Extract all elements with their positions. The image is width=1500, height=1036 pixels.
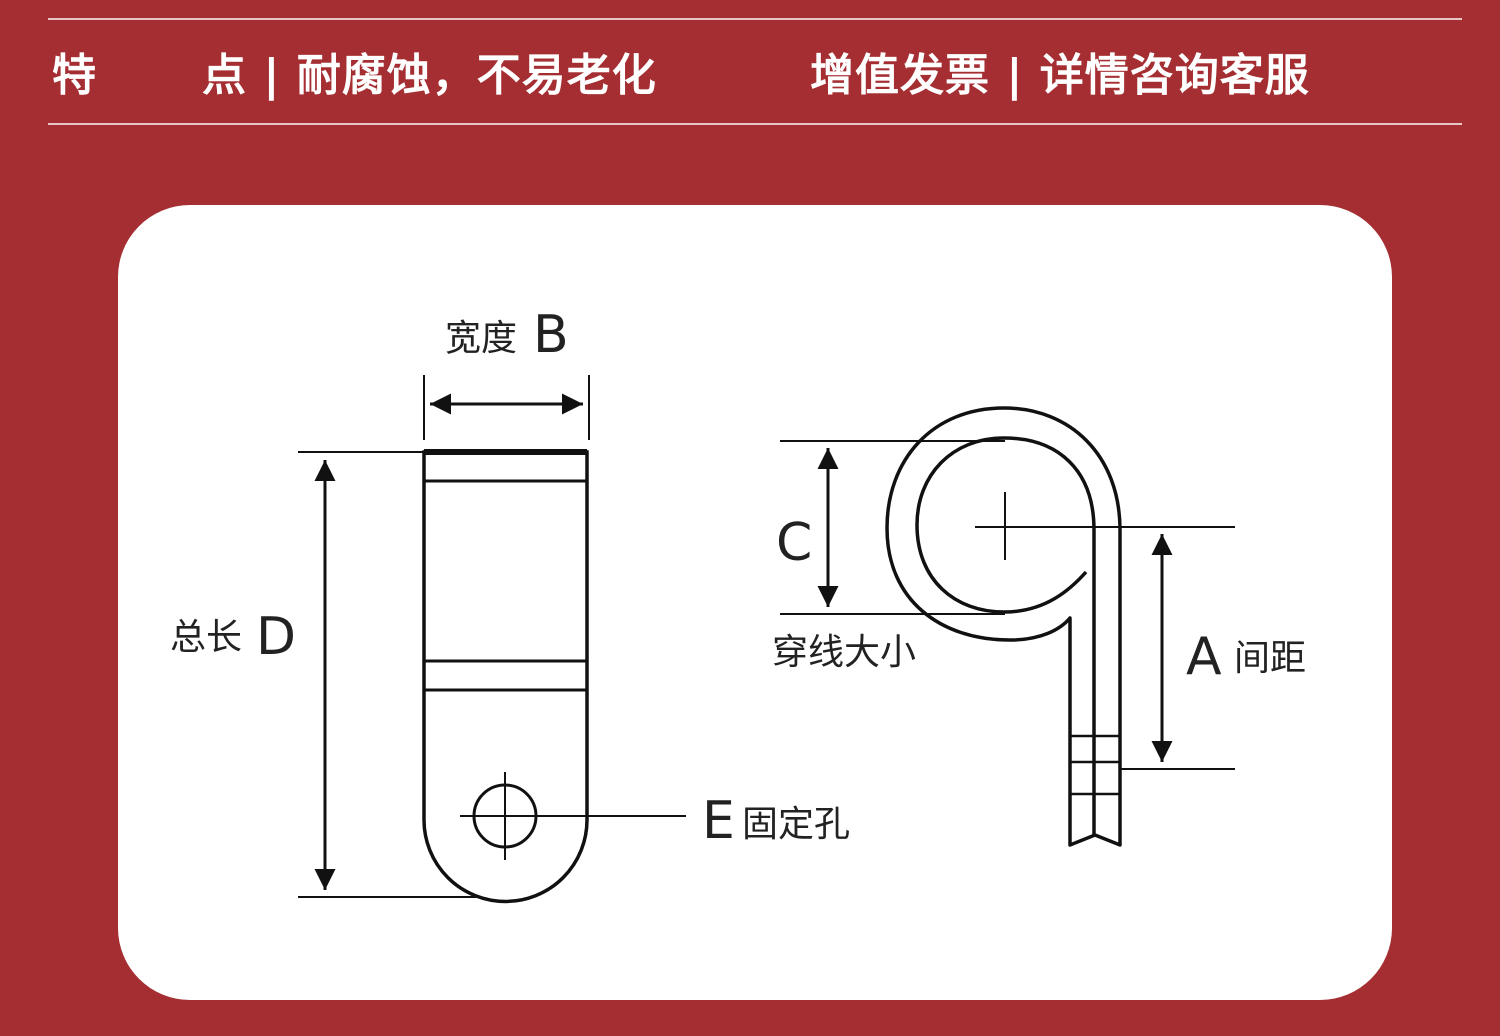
hole-cn-label: 固定孔 <box>742 804 850 845</box>
gauge-letter-label: C <box>776 513 812 573</box>
length-dimension <box>298 451 480 898</box>
clip-front-view <box>422 450 589 904</box>
hole-letter-label: E <box>702 791 735 851</box>
invoice-text: 增值发票 | 详情咨询客服 <box>810 50 1310 101</box>
spacing-cn-label: 间距 <box>1234 638 1306 679</box>
spacing-letter-label: A <box>1186 627 1222 687</box>
width-dimension <box>423 375 590 440</box>
width-letter-label: B <box>533 305 569 365</box>
gauge-dimension <box>780 440 1005 615</box>
bottom-divider <box>48 123 1462 125</box>
length-cn-label: 总长 <box>170 617 242 658</box>
spacing-dimension <box>1030 526 1235 770</box>
length-letter-label: D <box>256 607 296 667</box>
width-cn-label: 宽度 <box>445 318 517 359</box>
gauge-cn-label: 穿线大小 <box>772 632 916 673</box>
top-divider <box>48 18 1462 20</box>
mounting-hole <box>460 772 686 860</box>
feature-text: 点 | 耐腐蚀，不易老化 <box>202 50 657 101</box>
clip-side-view <box>885 406 1122 847</box>
feature-header: 特 点 | 耐腐蚀，不易老化 增值发票 | 详情咨询客服 <box>0 40 1500 112</box>
feature-label: 特 <box>52 50 97 101</box>
loop-center-mark <box>975 492 1040 560</box>
